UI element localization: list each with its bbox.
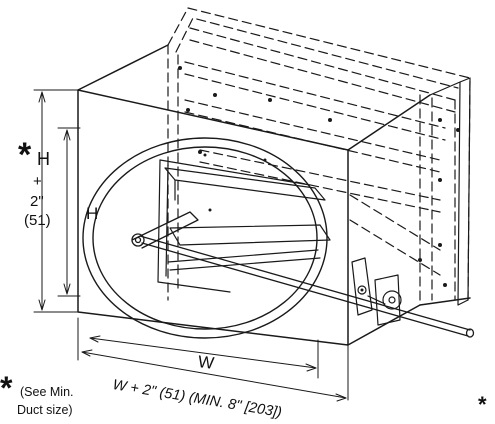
actuator xyxy=(351,257,402,326)
sleeve-box xyxy=(77,44,471,346)
corner-star: * xyxy=(478,392,487,417)
h-plus-mm-label: (51) xyxy=(24,212,51,229)
blade-lines-dashed xyxy=(184,27,456,301)
h-plus-star: * xyxy=(18,136,32,174)
linkage-bar xyxy=(131,211,199,249)
height-label: H xyxy=(86,204,99,223)
inner-frame xyxy=(157,159,311,293)
note-line2: Duct size) xyxy=(17,403,73,417)
oval-opening xyxy=(82,137,328,339)
blades xyxy=(164,167,331,271)
rivets xyxy=(178,66,460,292)
h-plus-inches-label: 2" xyxy=(30,193,44,210)
h-plus-h-label: H xyxy=(37,149,50,169)
rear-frame xyxy=(167,7,471,301)
axle-rod xyxy=(139,235,475,338)
note-star: * xyxy=(0,370,13,406)
note-line1: (See Min. xyxy=(20,385,74,399)
width-label: W xyxy=(196,352,216,373)
width-dimensions xyxy=(77,317,349,402)
right-flange xyxy=(429,77,471,306)
h-plus-plus-label: + xyxy=(33,173,42,190)
height-dimensions xyxy=(33,89,81,313)
